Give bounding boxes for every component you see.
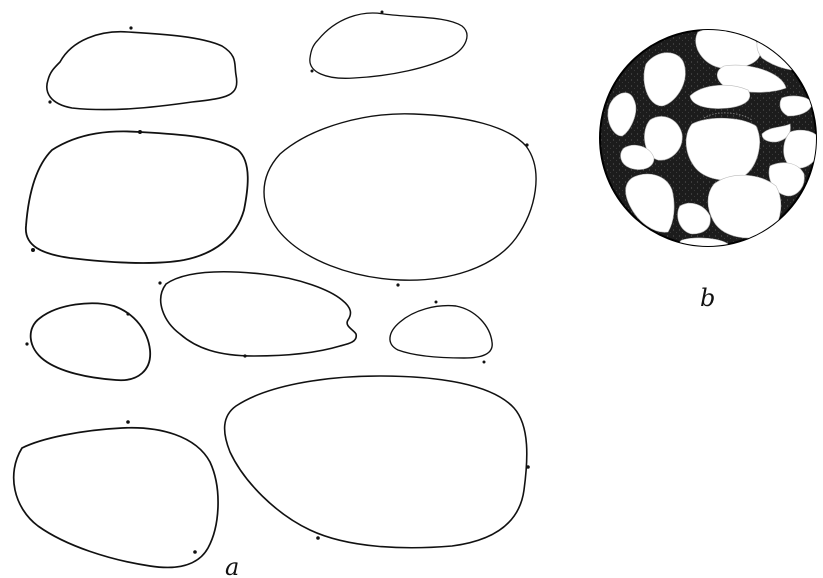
grain-section-11 <box>784 130 820 168</box>
panel-a-label: a <box>225 553 239 578</box>
grain-marker-3 <box>381 11 384 14</box>
grain-marker-15 <box>126 420 130 424</box>
grain-marker-16 <box>193 550 197 554</box>
grain-marker-12 <box>243 354 246 357</box>
grain-outline-1 <box>47 32 237 110</box>
panel-b: b <box>600 28 820 312</box>
grain-marker-8 <box>396 283 399 286</box>
grain-outline-7 <box>390 306 492 358</box>
grain-marker-2 <box>48 100 51 103</box>
grain-outline-5 <box>31 303 151 380</box>
grain-marker-18 <box>316 536 320 540</box>
grain-marker-5 <box>138 130 142 134</box>
grain-marker-1 <box>129 26 132 29</box>
grain-outline-8 <box>14 428 218 568</box>
grain-marker-14 <box>483 361 486 364</box>
grain-section-13 <box>626 174 674 232</box>
panel-b-label: b <box>700 284 715 312</box>
grain-outline-4 <box>264 114 536 280</box>
grain-marker-17 <box>526 465 530 469</box>
grain-marker-9 <box>126 312 129 315</box>
grain-outline-3 <box>26 131 248 263</box>
panel-a: a <box>14 11 536 578</box>
grain-marker-10 <box>25 342 28 345</box>
grain-outline-9 <box>225 376 527 548</box>
grain-marker-13 <box>435 301 438 304</box>
grain-marker-7 <box>525 143 528 146</box>
grain-outline-6 <box>161 272 357 356</box>
grain-outline-2 <box>310 13 467 78</box>
grain-marker-6 <box>31 248 35 252</box>
grain-marker-4 <box>311 70 314 73</box>
grain-marker-11 <box>158 281 161 284</box>
